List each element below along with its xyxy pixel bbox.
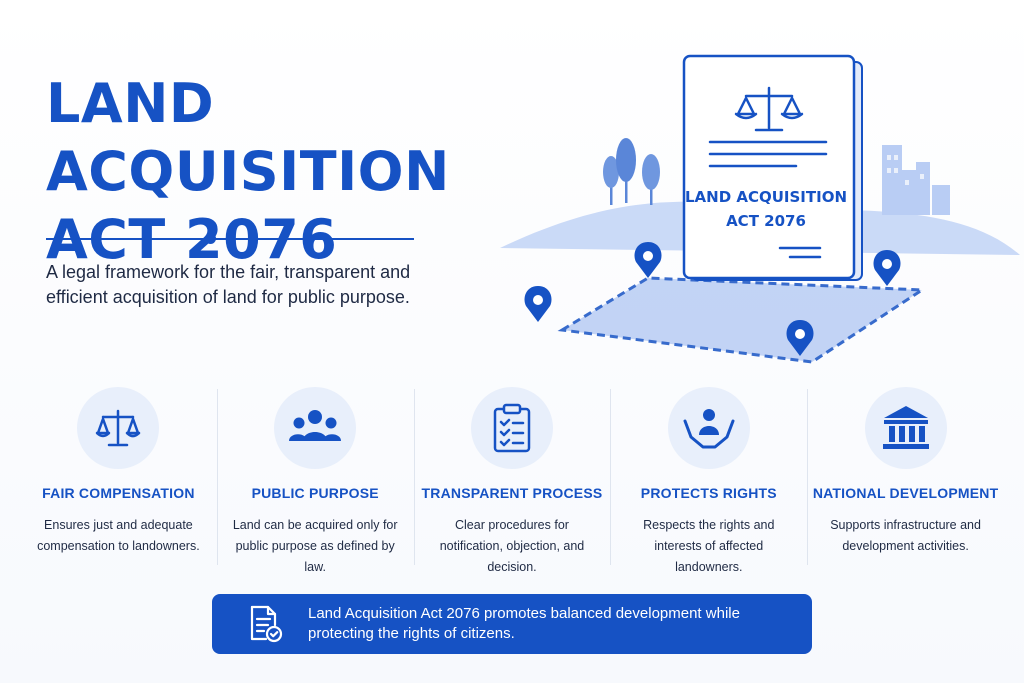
feature-title: TRANSPARENT PROCESS [421, 485, 603, 501]
act-document: LAND ACQUISITION ACT 2076 [682, 54, 863, 281]
feature-row: FAIR COMPENSATION Ensures just and adequ… [20, 385, 1004, 575]
feature-fair-compensation: FAIR COMPENSATION Ensures just and adequ… [20, 385, 217, 575]
government-building-icon [882, 406, 929, 449]
title-divider [46, 238, 414, 240]
map-pin-icon [524, 286, 552, 322]
banner-text: Land Acquisition Act 2076 promotes balan… [308, 605, 740, 642]
divider-dot [205, 233, 216, 244]
feature-public-purpose: PUBLIC PURPOSE Land can be acquired only… [216, 385, 414, 575]
hands-person-icon [683, 409, 735, 449]
feature-title: PROTECTS RIGHTS [640, 485, 777, 501]
feature-description: Ensures just and adequate compensation t… [37, 518, 200, 553]
summary-banner: Land Acquisition Act 2076 promotes balan… [212, 594, 812, 654]
map-pin-icon [634, 242, 662, 278]
document-title-line-1: LAND ACQUISITION [685, 188, 847, 206]
feature-icon-circle [667, 387, 750, 469]
city-buildings-icon [882, 145, 950, 215]
page-subtitle: A legal framework for the fair, transpar… [46, 262, 411, 307]
scales-icon [96, 409, 141, 447]
feature-title: PUBLIC PURPOSE [251, 485, 379, 501]
feature-icon-circle [274, 387, 357, 469]
land-parcel [557, 276, 927, 364]
clipboard-checklist-icon [493, 403, 531, 453]
feature-icon-circle [77, 387, 160, 469]
hero-illustration: LAND ACQUISITION ACT 2076 [500, 54, 1020, 364]
feature-icon-circle [470, 387, 553, 469]
feature-description: Respects the rights and interests of aff… [643, 518, 775, 574]
feature-title: FAIR COMPENSATION [42, 485, 195, 501]
banner-icon-wrap [242, 601, 288, 647]
map-pin-icon [873, 250, 901, 286]
feature-description: Land can be acquired only for public pur… [232, 518, 398, 574]
feature-transparent-process: TRANSPARENT PROCESS Clear procedures for… [413, 385, 611, 575]
feature-description: Clear procedures for notification, objec… [439, 518, 585, 574]
feature-description: Supports infrastructure and development … [830, 518, 981, 553]
document-check-icon [250, 605, 283, 643]
scales-icon [734, 86, 804, 132]
document-title-line-2: ACT 2076 [726, 212, 806, 230]
map-pin-icon [786, 320, 814, 356]
people-group-icon [289, 410, 342, 441]
tree-icon [603, 138, 660, 205]
feature-icon-circle [864, 387, 947, 469]
feature-national-development: NATIONAL DEVELOPMENT Supports infrastruc… [807, 385, 1004, 575]
title-line-1: LAND ACQUISITION [46, 72, 450, 203]
feature-protects-rights: PROTECTS RIGHTS Respects the rights and … [610, 385, 807, 575]
feature-title: NATIONAL DEVELOPMENT [812, 485, 999, 501]
